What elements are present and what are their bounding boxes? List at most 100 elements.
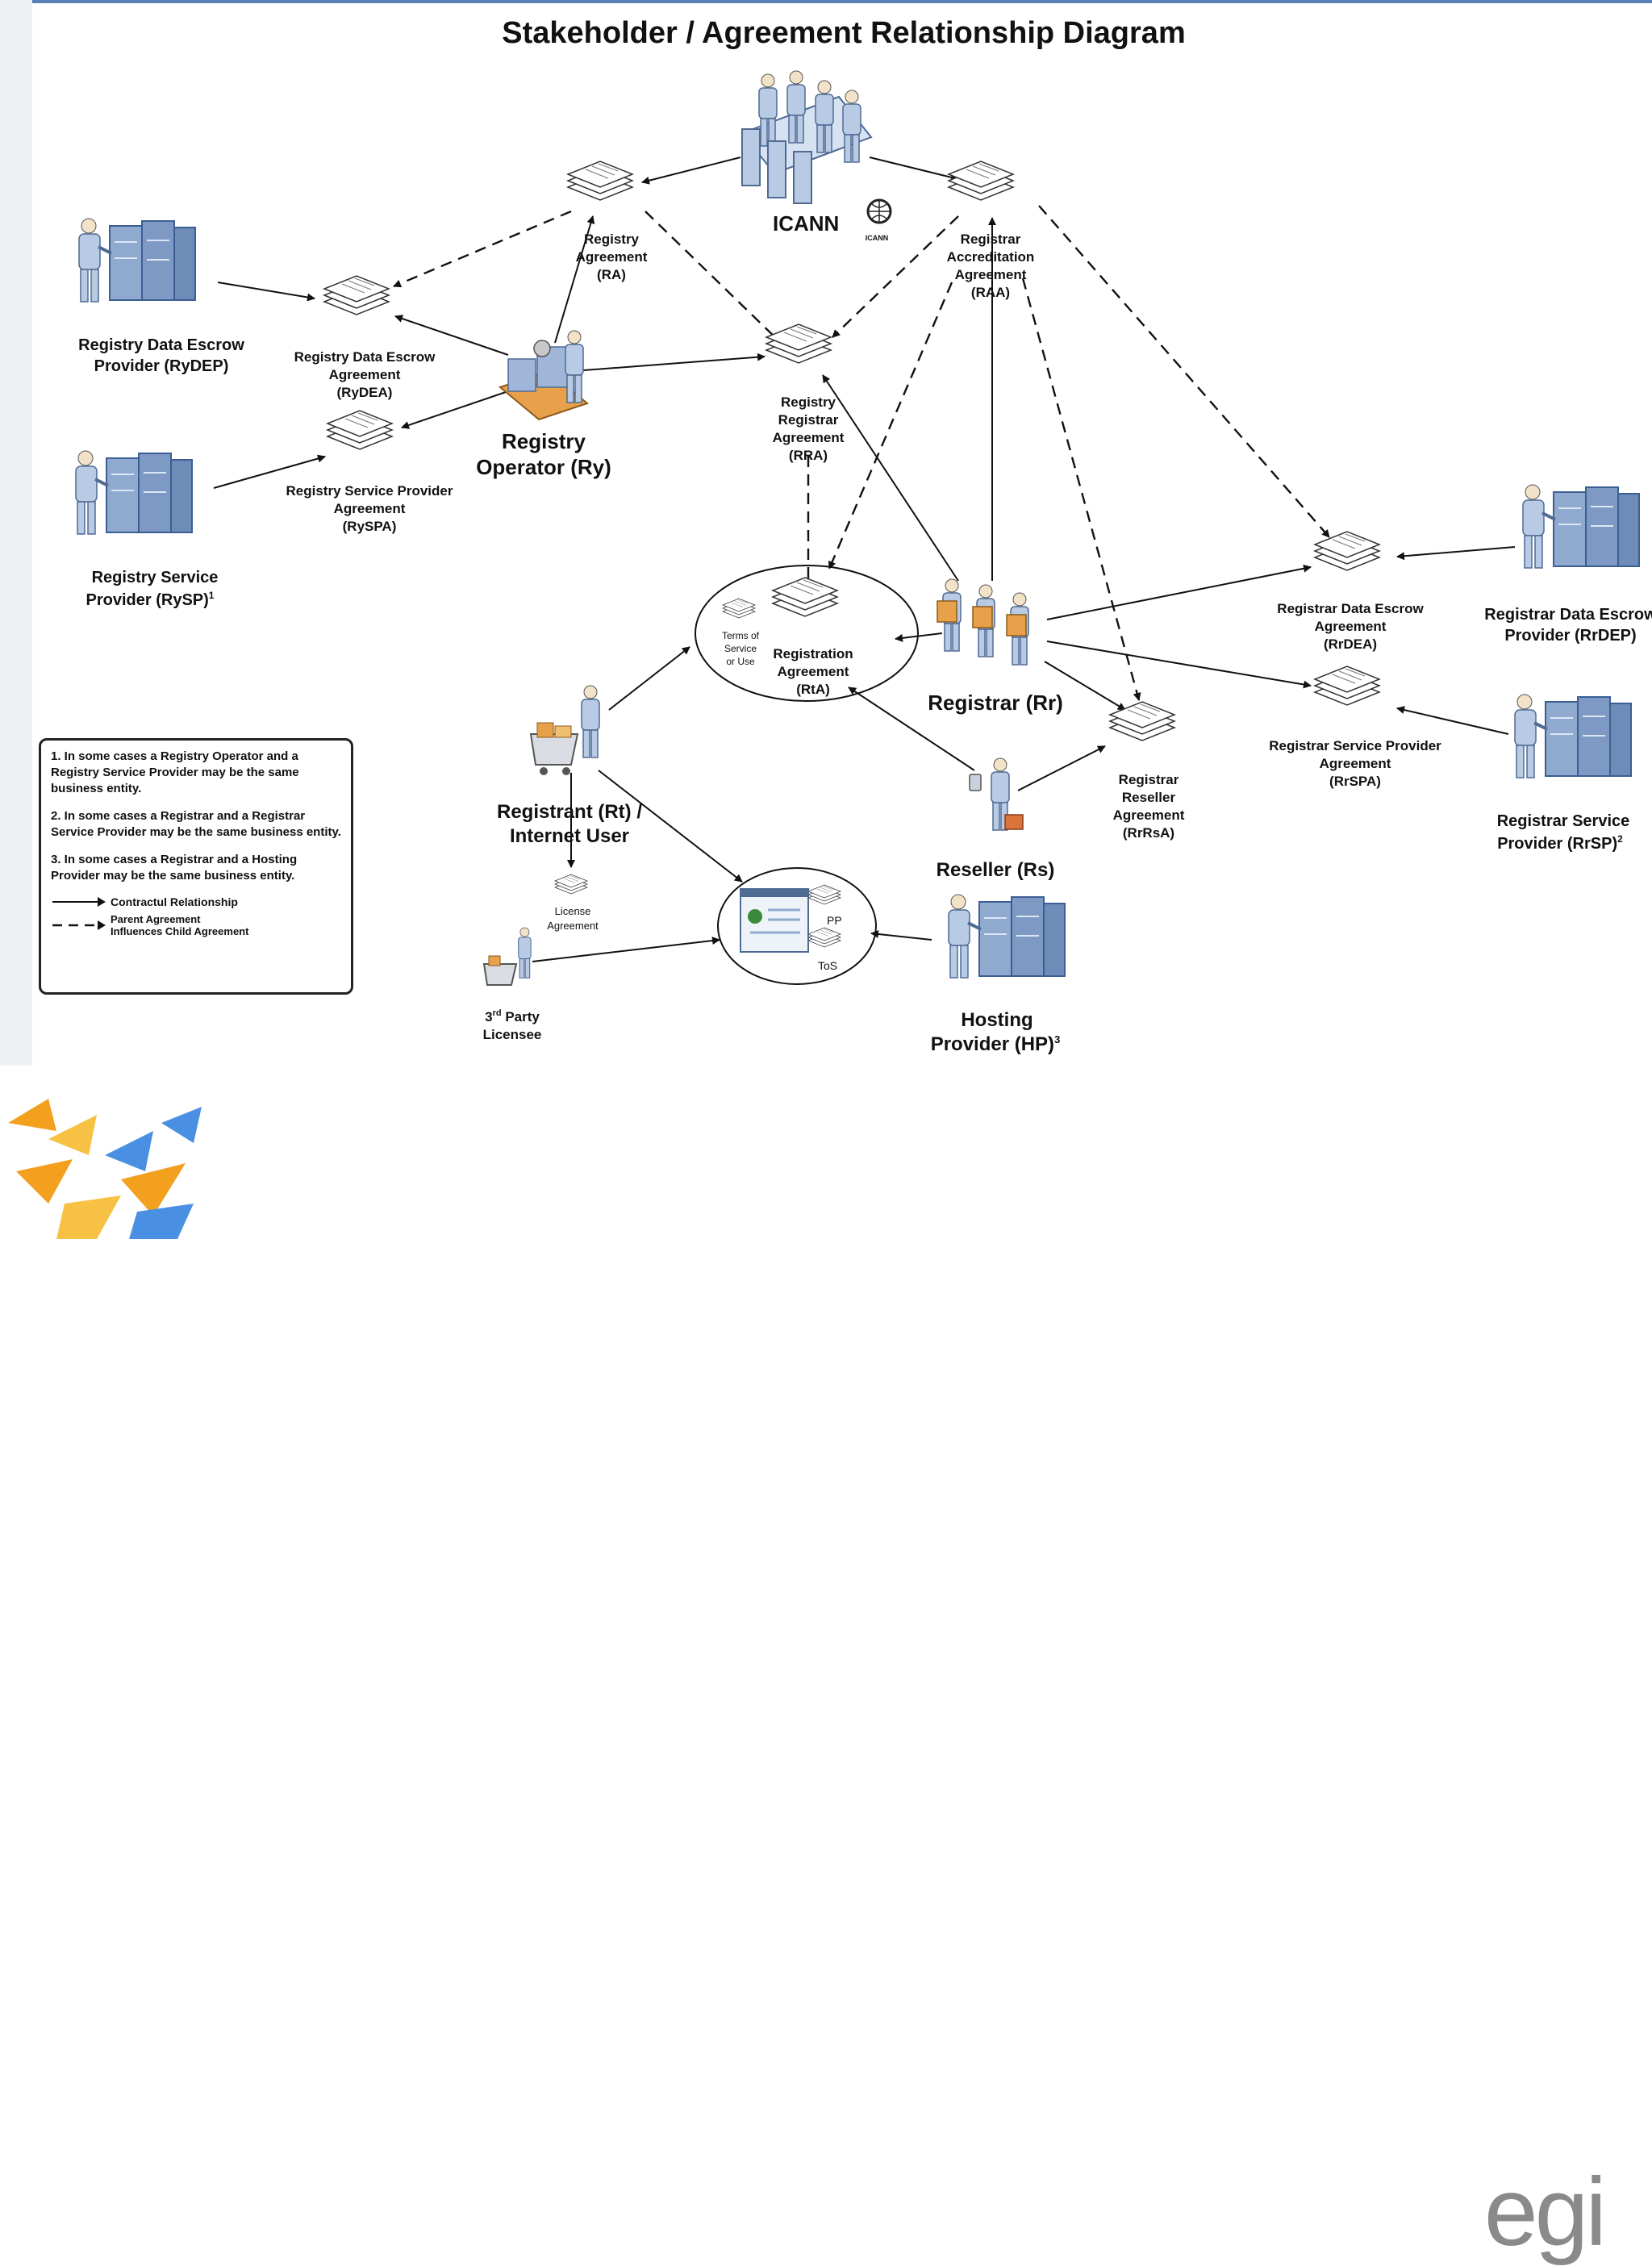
dashed-raa-rra [832,215,959,338]
rrsp-icon [1513,693,1633,779]
license-document-icon [554,874,588,895]
connector-ry-ra [554,215,595,344]
connector-ry-rydea [394,315,509,356]
rra-document-icon [766,323,832,364]
diagram-title: Stakeholder / Agreement Relationship Dia… [502,16,1185,50]
pp-label: PP [827,914,842,927]
svg-text:Registry: Registry [781,394,836,410]
rrdea-label: Registrar Data Escrow Agreement (RrDEA) [1277,601,1424,652]
svg-text:Registry: Registry [502,429,586,453]
connector-rs-rta [848,686,975,771]
svg-text:License: License [555,905,591,917]
pp-tos-bubble [717,867,877,985]
raa-label: Registrar Accreditation Agreement (RAA) [947,232,1035,300]
svg-text:Registrar Service: Registrar Service [1497,812,1630,830]
dashed-raa-rrdea [1038,205,1330,538]
connector-rrdep-rrdea [1396,546,1516,561]
rrdep-label: Registrar Data Escrow Provider (RrDEP) [1484,606,1652,645]
rrsp-superscript: 2 [1617,833,1623,845]
svg-text:Agreement: Agreement [329,367,401,382]
icann-logo: ICANN [866,198,892,242]
registrar-label: Registrar (Rr) [928,691,1063,715]
icann-meeting-icon [740,70,873,204]
rrdea-document-icon [1314,531,1380,571]
rysp-icon [74,449,194,536]
rta-bubble [695,565,919,702]
rysp-label: Registry Service Provider (RySP)1 [86,569,219,609]
hp-label: Hosting Provider (HP)3 [931,1009,1061,1055]
rysp-superscript: 1 [209,590,215,601]
legend-dashed-label-1: Parent Agreement [111,913,201,925]
legend-solid: Contractul Relationship [51,895,341,908]
svg-text:Registrar: Registrar [1119,772,1179,787]
connector-rt-ppbubble [598,770,743,883]
hp-icon [947,893,1066,979]
svg-text:Registrar Service Provider: Registrar Service Provider [1269,738,1441,753]
svg-text:Provider (RrDEP): Provider (RrDEP) [1504,627,1636,645]
dashed-ra-rra [645,211,782,344]
licensee-shopper-icon [482,927,532,986]
svg-text:Registry Data Escrow: Registry Data Escrow [294,349,436,365]
rrrsa-label: Registrar Reseller Agreement (RrRsA) [1113,772,1185,841]
svg-text:Registrar Data Escrow: Registrar Data Escrow [1484,606,1652,624]
svg-text:Provider (RySP)1: Provider (RySP)1 [86,590,215,609]
svg-text:Operator (Ry): Operator (Ry) [476,455,611,479]
connector-rs-rrrsa [1017,745,1106,791]
svg-text:Licensee: Licensee [483,1027,542,1042]
svg-text:Agreement: Agreement [1315,619,1387,634]
rrsp-label: Registrar Service Provider (RrSP)2 [1497,812,1630,853]
tos-short-document-icon [807,927,841,948]
svg-text:(RrRsA): (RrRsA) [1123,825,1174,841]
connector-rr-rta [895,632,943,642]
note-3: 3. In some cases a Registrar and a Hosti… [51,853,298,883]
svg-text:or Use: or Use [726,656,755,667]
connector-rrsp-rrspa [1396,706,1509,735]
tos-label: Terms of Service or Use [722,630,760,667]
connector-ry-ryspa [401,390,509,429]
svg-text:Registry: Registry [584,232,640,247]
note-1: 1. In some cases a Registry Operator and… [51,749,299,795]
registry-operator-icon [498,330,590,421]
dashed-arrow-icon [52,920,106,930]
licensee-label: 3rd Party Licensee [483,1008,542,1042]
svg-text:Agreement: Agreement [547,920,599,932]
svg-text:Agreement: Agreement [1320,756,1391,771]
dashed-raa-rrrsa [1021,278,1141,701]
svg-text:Service: Service [724,643,757,654]
connector-rr-rrrsa [1044,661,1126,711]
svg-text:Agreement: Agreement [955,267,1027,282]
legend-dashed-label-2: Influences Child Agreement [111,925,249,937]
connector-rysp-ryspa [213,454,326,489]
reseller-icon [969,757,1024,831]
decorative-birds-logo [8,1099,202,1239]
registry-operator-label: Registry Operator (Ry) [476,429,611,479]
rta-label: Registration Agreement (RtA) [773,646,853,697]
connector-rt-rta [608,646,690,711]
connectors [213,156,1516,962]
svg-text:Registrar: Registrar [961,232,1021,247]
svg-text:Registry Data Escrow: Registry Data Escrow [78,336,244,354]
dashed-raa-rta [828,282,953,570]
connector-icann-ra [641,156,741,185]
reseller-label: Reseller (Rs) [937,859,1055,881]
slide-footer: egi [0,1066,1652,2260]
svg-text:Registry Service: Registry Service [92,569,219,586]
tos-short-label: ToS [818,959,837,972]
svg-text:Hosting: Hosting [961,1009,1032,1031]
rrspa-label: Registrar Service Provider Agreement (Rr… [1269,738,1441,789]
rrspa-document-icon [1314,666,1380,706]
ra-document-icon [567,161,633,201]
svg-text:Provider (RrSP)2: Provider (RrSP)2 [1497,833,1623,853]
icann-label: ICANN [773,211,839,236]
svg-text:Agreement: Agreement [778,664,849,679]
connector-rr-rra [822,374,959,582]
registrar-group-icon [937,578,1029,666]
legend-solid-label: Contractul Relationship [111,895,238,908]
svg-text:Registry Service Provider: Registry Service Provider [286,483,453,499]
svg-text:Agreement: Agreement [576,249,648,265]
rydea-document-icon [323,275,390,315]
connector-rydep-rydea [217,282,315,302]
connector-ry-rra [572,353,766,372]
ra-label: Registry Agreement (RA) [576,232,648,282]
hp-superscript: 3 [1054,1033,1060,1045]
